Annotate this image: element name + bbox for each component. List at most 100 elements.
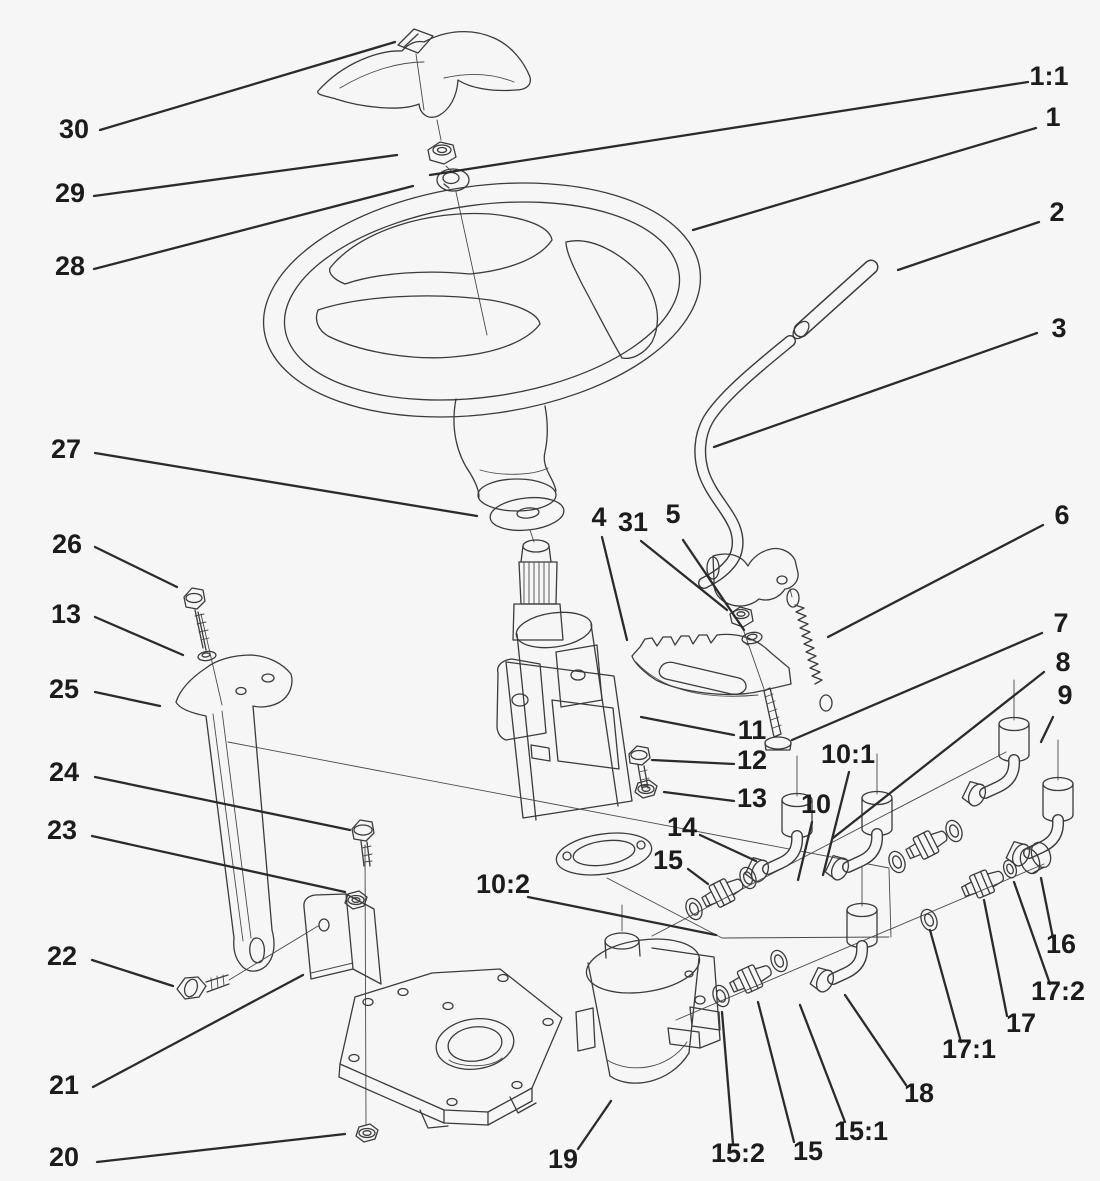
callout-15-1: 15:1 bbox=[834, 1116, 888, 1146]
leader-26 bbox=[93, 545, 179, 589]
leader-25 bbox=[93, 690, 162, 708]
assembly-axis-bracket bbox=[364, 844, 367, 1125]
leader-10 bbox=[796, 820, 814, 882]
hose-kit-lines bbox=[227, 741, 1045, 1021]
wheel-nut bbox=[427, 141, 457, 165]
leader-11 bbox=[639, 715, 736, 737]
steering-column bbox=[496, 539, 653, 876]
leader-9 bbox=[1039, 715, 1055, 744]
leader-1 bbox=[691, 126, 1038, 232]
assembly-axis-pivot bbox=[228, 925, 319, 981]
callout-22: 22 bbox=[47, 941, 77, 971]
leader-4 bbox=[600, 535, 629, 642]
clamp-nut bbox=[634, 779, 658, 799]
callout-16: 16 bbox=[1046, 929, 1076, 959]
latch-screw bbox=[763, 687, 792, 751]
callout-19: 19 bbox=[548, 1144, 578, 1174]
leader-12 bbox=[650, 758, 736, 766]
assembly-axis-wheel bbox=[415, 53, 488, 336]
leader-27 bbox=[93, 451, 479, 518]
leader-24 bbox=[93, 775, 352, 832]
lever-grip bbox=[792, 259, 879, 340]
assembly-axis-latch bbox=[741, 625, 765, 690]
callout-10: 10 bbox=[801, 789, 831, 819]
leader-17 bbox=[982, 898, 1009, 1018]
leader-21 bbox=[91, 973, 305, 1089]
callout-17: 17 bbox=[1006, 1008, 1036, 1038]
pivot-bolt bbox=[176, 974, 230, 1000]
leader-6 bbox=[826, 523, 1045, 639]
callout-8: 8 bbox=[1055, 647, 1070, 677]
callout-25: 25 bbox=[49, 674, 79, 704]
callout-26: 26 bbox=[52, 529, 82, 559]
leader-3 bbox=[712, 331, 1039, 449]
cap-insert bbox=[397, 28, 434, 54]
callout-15-top: 15 bbox=[653, 845, 683, 875]
steering-wheel-cap bbox=[317, 30, 532, 118]
leader-2 bbox=[896, 220, 1041, 272]
callout-13-left: 13 bbox=[51, 599, 81, 629]
leader-13-right bbox=[662, 790, 736, 803]
callout-labels: 30 29 28 27 26 13 25 24 23 22 21 20 1:1 … bbox=[47, 61, 1085, 1174]
callout-15-bottom: 15 bbox=[793, 1136, 823, 1166]
callout-12: 12 bbox=[737, 745, 767, 775]
tilt-lever bbox=[694, 335, 799, 607]
callout-17-1: 17:1 bbox=[942, 1034, 996, 1064]
leader-8 bbox=[831, 670, 1046, 840]
leader-28 bbox=[92, 184, 415, 271]
steering-wheel bbox=[262, 182, 702, 418]
callout-24: 24 bbox=[49, 757, 79, 787]
leader-10-2 bbox=[526, 895, 718, 937]
callout-7: 7 bbox=[1053, 608, 1068, 638]
sleeve-nut bbox=[1019, 841, 1052, 875]
lock-washer bbox=[741, 631, 763, 646]
callout-15-2: 15:2 bbox=[711, 1138, 765, 1168]
callout-28: 28 bbox=[55, 251, 85, 281]
cone-washer bbox=[1002, 859, 1018, 879]
support-arm bbox=[175, 654, 293, 972]
bracket-bolt bbox=[351, 819, 375, 867]
leader-15-bottom bbox=[756, 1000, 796, 1144]
wheel-hub bbox=[453, 398, 557, 512]
clamp-bolt bbox=[628, 745, 651, 789]
arm-washer bbox=[197, 650, 217, 662]
leader-15-1 bbox=[798, 1003, 847, 1124]
callout-1: 1 bbox=[1045, 102, 1060, 132]
callout-2: 2 bbox=[1049, 197, 1064, 227]
leader-22 bbox=[90, 958, 175, 988]
leader-30 bbox=[98, 40, 397, 132]
leader-14 bbox=[698, 833, 758, 863]
leader-5 bbox=[681, 538, 746, 632]
leader-19 bbox=[576, 1099, 613, 1151]
spring bbox=[786, 588, 833, 712]
callout-14: 14 bbox=[667, 812, 697, 842]
callout-4: 4 bbox=[591, 502, 606, 532]
leader-lines bbox=[90, 40, 1055, 1164]
leader-16 bbox=[1039, 876, 1055, 940]
callout-18: 18 bbox=[904, 1078, 934, 1108]
leader-20 bbox=[95, 1132, 347, 1164]
steering-valve bbox=[575, 932, 721, 1084]
callout-30: 30 bbox=[59, 114, 89, 144]
leader-7 bbox=[790, 631, 1044, 742]
leader-15-top bbox=[686, 867, 710, 886]
fitting-row-lower bbox=[709, 841, 1052, 1010]
leader-17-2 bbox=[1012, 880, 1052, 986]
leader-15-2 bbox=[720, 1010, 735, 1146]
arm-bolt bbox=[183, 587, 210, 651]
callout-29: 29 bbox=[55, 178, 85, 208]
callout-9: 9 bbox=[1057, 680, 1072, 710]
tilt-latch-plate bbox=[631, 633, 792, 697]
callout-31: 31 bbox=[618, 507, 648, 537]
callout-17-2: 17:2 bbox=[1031, 976, 1085, 1006]
plate-nut bbox=[355, 1123, 379, 1143]
callout-23: 23 bbox=[47, 815, 77, 845]
callout-6: 6 bbox=[1054, 500, 1069, 530]
callout-20: 20 bbox=[49, 1142, 79, 1172]
l-bracket bbox=[303, 893, 382, 985]
column-washer bbox=[489, 496, 565, 532]
leader-1-1 bbox=[428, 80, 1030, 177]
leader-18 bbox=[843, 993, 908, 1087]
